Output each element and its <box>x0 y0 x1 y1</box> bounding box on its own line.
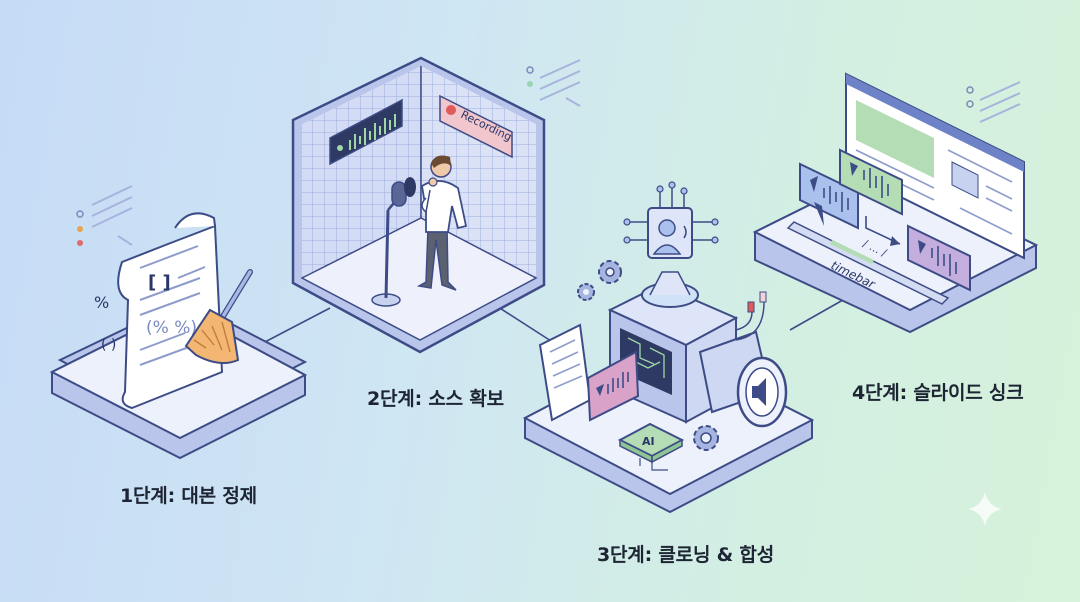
step4-label: 4단계: 슬라이드 싱크 <box>852 382 1024 404</box>
gear-icon <box>577 260 622 301</box>
percent-text: (% %) <box>146 318 197 338</box>
waveform-icon <box>349 114 396 150</box>
gear-icon <box>693 425 719 451</box>
microphone-icon <box>371 177 416 307</box>
play-icon <box>850 162 858 176</box>
step1-illustration: [ ] (% %) % ( ) <box>49 185 308 460</box>
play-icon <box>810 176 818 192</box>
step3-illustration: AI <box>522 181 815 514</box>
step4-illustration: timebar / ... / <box>752 72 1039 334</box>
bracket-text: [ ] <box>148 272 171 293</box>
step3-label: 3단계: 클로닝 & 합성 <box>597 544 774 566</box>
percent-side-text: % <box>94 293 109 312</box>
ai-chip-icon: AI <box>617 422 685 464</box>
play-icon <box>596 384 604 396</box>
broom-icon <box>184 269 253 365</box>
microphone-icon <box>337 145 343 151</box>
step2-illustration: Recording <box>291 56 581 354</box>
sparkle-icon <box>968 492 1002 526</box>
step1-label: 1단계: 대본 정제 <box>120 485 257 507</box>
ai-chip-label: AI <box>642 435 655 448</box>
step2-label: 2단계: 소스 확보 <box>367 388 504 410</box>
paren-text: ( ) <box>101 337 116 353</box>
person-icon <box>416 155 468 291</box>
play-icon <box>918 240 926 254</box>
